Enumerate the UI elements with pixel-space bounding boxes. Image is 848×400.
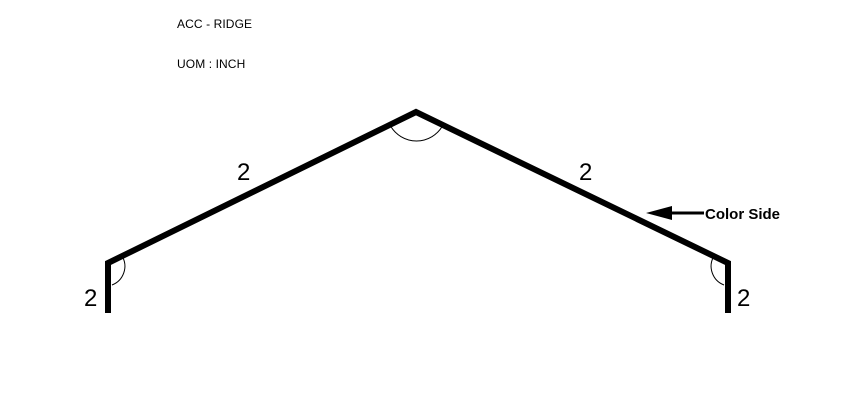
color-side-label: Color Side — [705, 206, 780, 223]
right-slope-dimension: 2 — [579, 159, 592, 186]
left-corner-angle-arc — [111, 255, 126, 286]
color-side-arrow-icon — [646, 206, 704, 220]
right-corner-angle-arc — [710, 255, 725, 286]
ridge-profile-line — [105, 108, 731, 313]
left-slope-dimension: 2 — [237, 159, 250, 186]
left-leg-dimension: 2 — [84, 285, 97, 312]
right-leg-dimension: 2 — [737, 285, 750, 312]
apex-angle-arc — [389, 124, 444, 142]
unit-of-measure: UOM : INCH — [177, 57, 246, 71]
drawing-title: ACC - RIDGE — [177, 17, 253, 31]
